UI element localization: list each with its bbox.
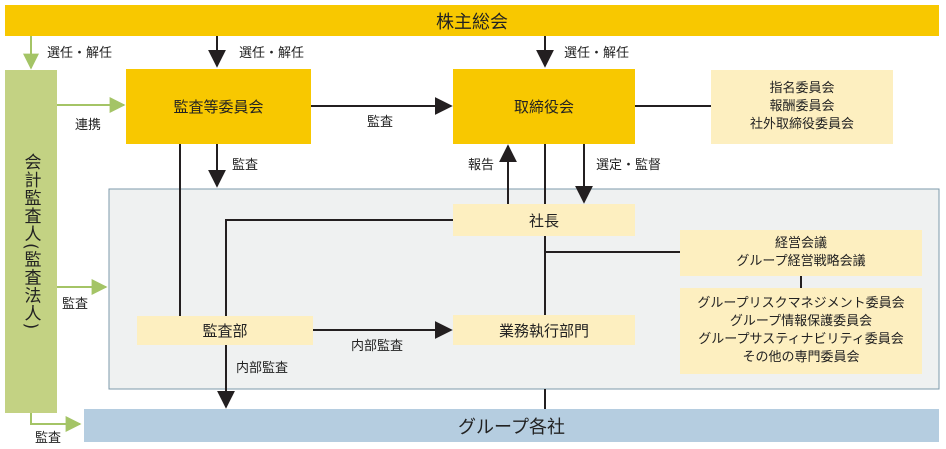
committee-nomination: 指名委員会 <box>769 81 835 96</box>
label-select-supervise: 選定・監督 <box>596 158 662 173</box>
management-meetings: 経営会議 グループ経営戦略会議 <box>680 230 922 276</box>
accounting-auditor: 会計監査人(監査法人) <box>5 70 57 413</box>
label-elect-audit-committee: 選任・解任 <box>239 46 305 61</box>
label-report: 報告 <box>468 158 495 173</box>
board-of-directors: 取締役会 <box>453 69 635 144</box>
arrow-auditor-group <box>30 413 82 432</box>
specialist-committees: グループリスクマネジメント委員会 グループ情報保護委員会 グループサスティナビリ… <box>680 288 922 374</box>
other-committees: その他の専門委員会 <box>742 350 860 365</box>
label-elect-auditor: 選任・解任 <box>47 46 113 61</box>
committee-outside-directors: 社外取締役委員会 <box>749 117 854 132</box>
line-president-audit-dept <box>225 219 453 316</box>
label-auditor-audit: 監査 <box>62 297 89 312</box>
committee-compensation: 報酬委員会 <box>769 99 835 114</box>
accounting-auditor-label: 会計監査人(監査法人) <box>20 152 41 331</box>
info-protection-committee: グループ情報保護委員会 <box>729 314 873 329</box>
sustainability-committee: グループサスティナビリティ委員会 <box>698 332 904 347</box>
business-division: 業務執行部門 <box>453 315 635 345</box>
risk-committee: グループリスクマネジメント委員会 <box>697 296 905 311</box>
label-cooperation: 連携 <box>75 118 102 133</box>
group-strategy-meeting: グループ経営戦略会議 <box>736 254 866 269</box>
label-internal-audit: 内部監査 <box>351 339 404 354</box>
advisory-committees: 指名委員会 報酬委員会 社外取締役委員会 <box>711 70 893 144</box>
audit-committee: 監査等委員会 <box>126 69 311 144</box>
audit-department: 監査部 <box>137 316 313 345</box>
shareholders-meeting: 株主総会 <box>5 5 939 36</box>
group-companies: グループ各社 <box>84 409 939 442</box>
management-meeting: 経営会議 <box>774 236 827 251</box>
label-internal-audit-group: 内部監査 <box>236 361 289 376</box>
label-audit-board: 監査 <box>367 115 394 130</box>
label-elect-board: 選任・解任 <box>564 46 630 61</box>
label-auditor-audit-group: 監査 <box>35 431 62 446</box>
label-audit-down: 監査 <box>232 158 259 173</box>
president: 社長 <box>453 204 635 236</box>
